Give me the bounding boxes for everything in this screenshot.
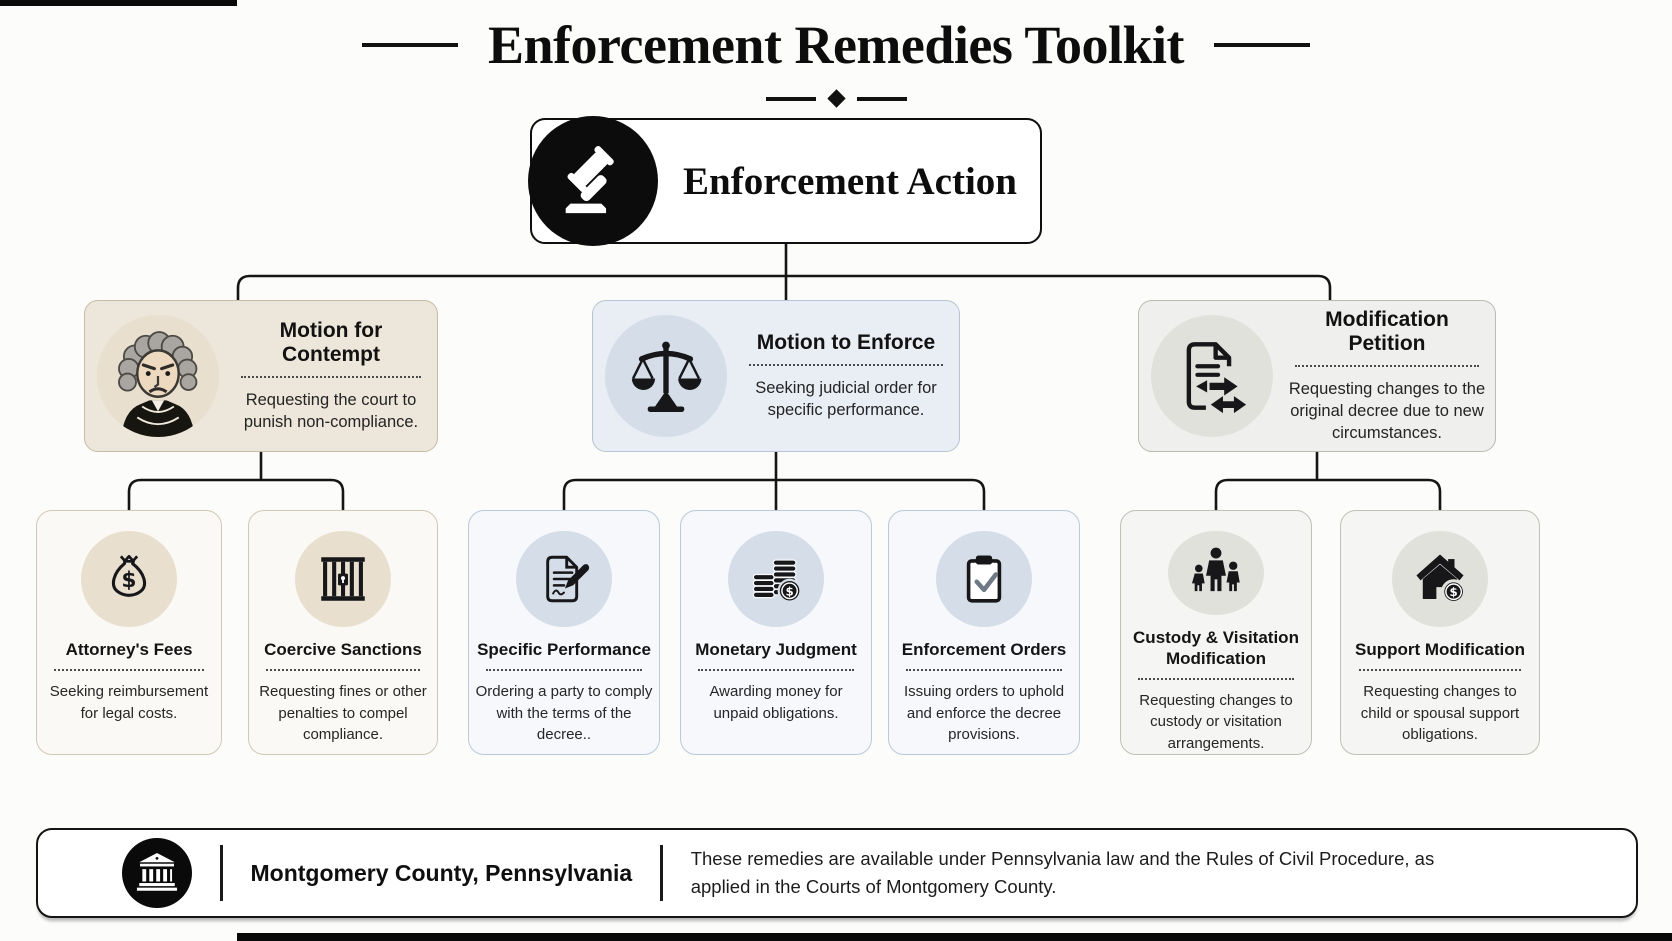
leaf-monetary-judgment: $ Monetary Judgment Awarding money for u… [680,510,872,755]
leaf-custody-visitation-modification: Custody & Visitation Modification Reques… [1120,510,1312,755]
branch-description: Requesting the court to punish non-compl… [243,390,419,431]
branch-modification-petition: Modification Petition Requesting changes… [1138,300,1496,452]
branch-title: Modification Petition [1325,307,1449,355]
ornament-line-right [856,96,907,101]
gavel-icon [528,116,658,246]
leaf-description: Requesting changes to custody or visitat… [1139,692,1293,752]
leaf-description: Requesting changes to child or spousal s… [1360,683,1520,743]
branch-motion-to-enforce: Motion to Enforce Seeking judicial order… [592,300,960,452]
leaf-description: Awarding money for unpaid obligations. [709,683,843,722]
clipboard-check-icon [936,531,1032,627]
dotted-divider [906,669,1062,672]
leaf-title: Attorney's Fees [65,640,193,659]
root-node-label: Enforcement Action [683,159,1017,203]
title-dash-left [362,43,459,47]
document-pen-icon [516,531,612,627]
leaf-support-modification: $ Support Modification Requesting change… [1340,510,1540,755]
footer-note: These remedies are available under Penns… [690,848,1435,897]
footer-divider-right [660,845,663,901]
leaf-title: Enforcement Orders [901,640,1067,659]
family-icon [1168,531,1264,616]
leaf-coercive-sanctions: Coercive Sanctions Requesting fines or o… [248,510,438,755]
scales-of-justice-icon [605,315,727,437]
judge-icon [97,315,219,437]
leaf-specific-performance: Specific Performance Ordering a party to… [468,510,660,755]
leaf-description: Requesting fines or other penalties to c… [259,683,427,743]
jail-bars-icon [295,531,391,627]
leaf-description: Issuing orders to uphold and enforce the… [903,683,1065,743]
leaf-title: Support Modification [1355,640,1525,659]
leaf-title: Custody & Visitation Modification [1133,628,1299,668]
dotted-divider [698,669,854,672]
title-ornament [0,89,1672,108]
dotted-divider [749,363,943,366]
document-swap-icon [1151,315,1273,437]
dotted-divider [1138,678,1294,681]
branch-text: Modification Petition Requesting changes… [1287,308,1487,445]
dotted-divider [1358,669,1522,672]
footer-region-label: Montgomery County, Pennsylvania [250,859,633,886]
ornament-diamond [826,89,846,108]
dotted-divider [53,669,205,672]
leaf-description: Seeking reimbursement for legal costs. [49,683,209,722]
branch-description: Seeking judicial order for specific perf… [755,378,937,419]
page-title: Enforcement Remedies Toolkit [488,15,1184,75]
leaf-enforcement-orders: Enforcement Orders Issuing orders to uph… [888,510,1080,755]
frame-artifact-top [0,0,237,6]
title-dash-right [1213,43,1310,47]
title-row: Enforcement Remedies Toolkit [0,14,1672,76]
branch-description: Requesting changes to the original decre… [1288,379,1486,443]
branch-title: Motion to Enforce [756,330,936,354]
money-bag-icon: $ [81,531,177,627]
dotted-divider [486,669,642,672]
dotted-divider [240,375,422,378]
leaf-title: Coercive Sanctions [264,640,422,659]
leaf-description: Ordering a party to comply with the term… [475,683,653,743]
footer-divider-left [220,845,223,901]
house-dollar-icon: $ [1392,531,1488,627]
svg-text:$: $ [121,568,136,593]
frame-artifact-bottom [237,933,1672,941]
courthouse-icon [122,838,192,908]
branch-text: Motion to Enforce Seeking judicial order… [741,331,951,422]
branch-motion-for-contempt: Motion for Contempt Requesting the court… [84,300,438,452]
dotted-divider [1295,364,1479,367]
leaf-title: Monetary Judgment [695,640,857,659]
svg-text:$: $ [786,584,794,598]
svg-text:$: $ [1450,585,1458,599]
coins-icon: $ [728,531,824,627]
dotted-divider [265,669,421,672]
branch-title: Motion for Contempt [279,318,383,366]
footer-bar: Montgomery County, Pennsylvania These re… [36,828,1638,918]
leaf-attorneys-fees: $ Attorney's Fees Seeking reimbursement … [36,510,222,755]
ornament-line-left [765,96,816,101]
branch-text: Motion for Contempt Requesting the court… [233,319,429,434]
leaf-title: Specific Performance [477,640,651,659]
